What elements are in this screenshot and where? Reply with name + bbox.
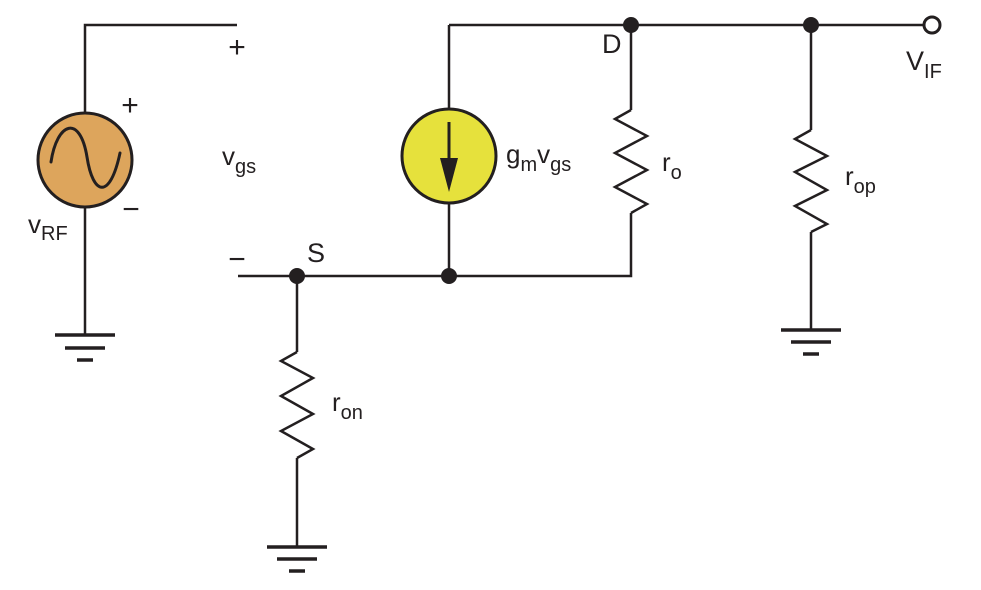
node-dot-source [289, 268, 305, 284]
wires [83, 23, 924, 547]
ground-symbol-ron [267, 545, 327, 573]
label-ro: ro [662, 147, 682, 184]
output-terminal-circle [922, 15, 942, 35]
node-dot-rop-branch [803, 17, 819, 33]
vgs-minus-sign: − [228, 243, 246, 276]
label-vrf: vRF [28, 209, 68, 245]
arrow-down-icon [440, 122, 458, 192]
resistor-rop [792, 128, 830, 234]
ground-symbol-vrf [55, 333, 115, 362]
gm-current-source [400, 107, 498, 205]
wire-source-rail [238, 213, 633, 278]
node-dot-drain [623, 17, 639, 33]
sine-wave-icon [49, 126, 122, 189]
label-vgs: vgs [222, 141, 256, 178]
resistor-ro [612, 108, 650, 215]
vrf-voltage-source [36, 111, 134, 209]
vgs-plus-sign: + [228, 31, 246, 64]
label-gm-vgs: gmvgs [506, 139, 571, 176]
ground-symbol-rop [781, 328, 841, 356]
label-ron: ron [332, 387, 363, 424]
label-rop: rop [845, 161, 876, 198]
source-plus-sign: + [121, 89, 139, 122]
node-label-d: D [602, 29, 622, 59]
wire-vrf-to-gate [83, 23, 237, 113]
node-dot-current-source [441, 268, 457, 284]
label-vif: VIF [906, 46, 942, 83]
node-label-s: S [307, 238, 325, 268]
source-minus-sign: − [122, 193, 140, 226]
resistor-ron [278, 350, 316, 460]
